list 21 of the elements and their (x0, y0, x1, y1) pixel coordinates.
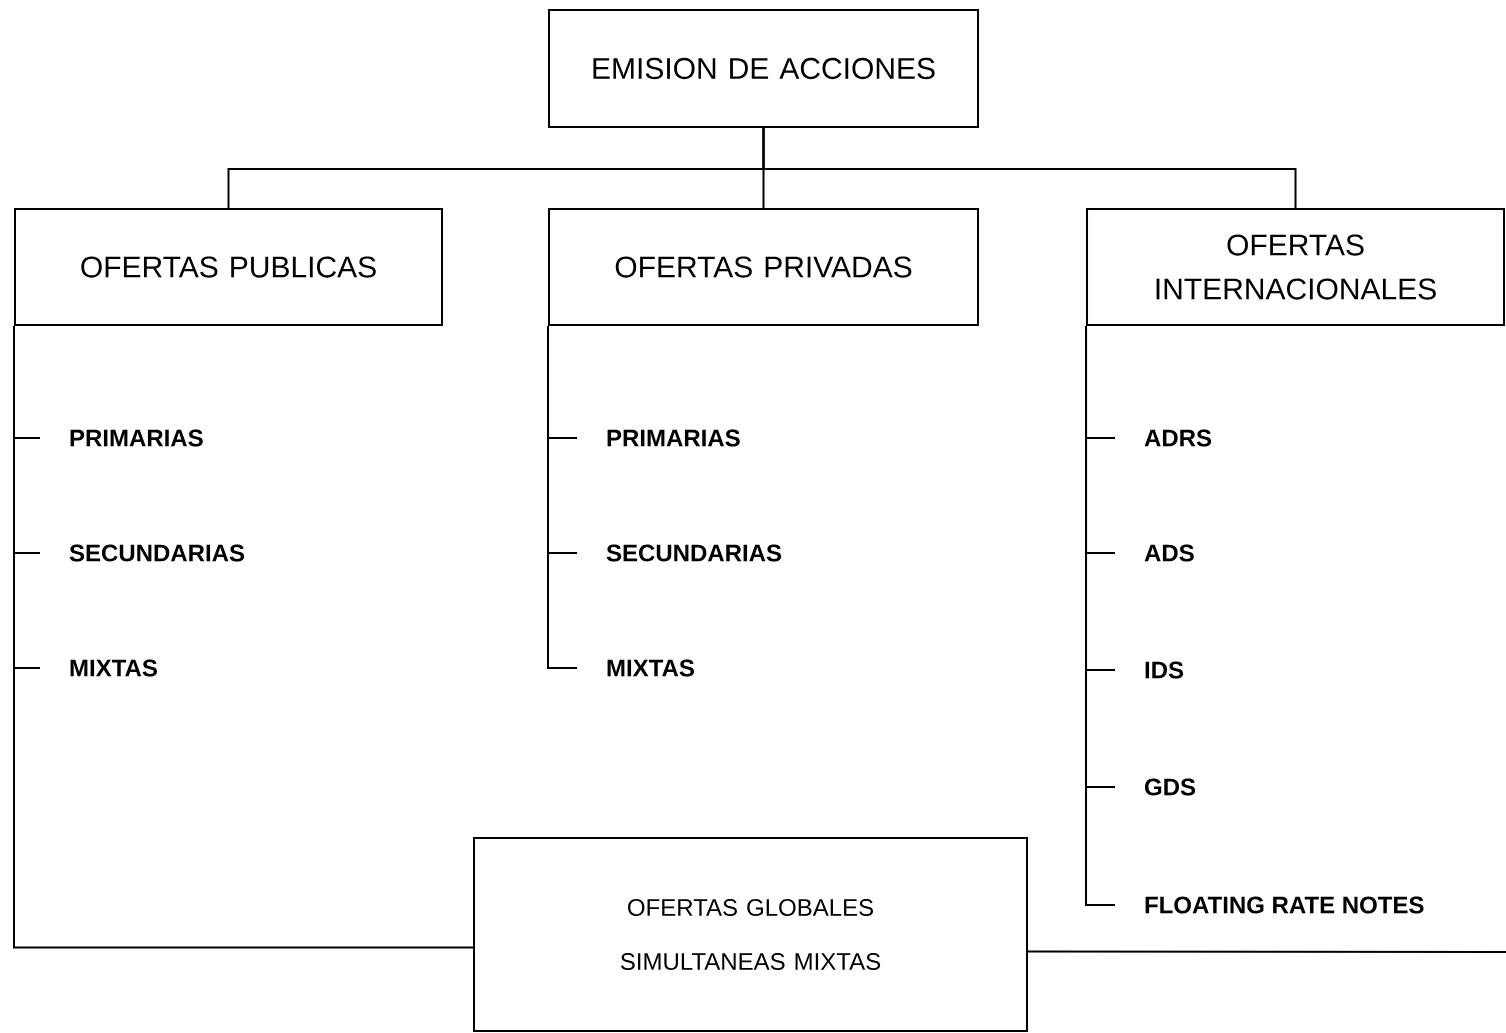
item-label: PRIMARIAS (70, 429, 203, 447)
connector-line (13, 325, 474, 949)
process-box: OFERTAS GLOBALES SIMULTANEAS MIXTAS (473, 837, 1028, 1032)
root-box: EMISION DE ACCIONES (548, 9, 979, 128)
item-label: IDS (1145, 661, 1184, 679)
connector-line (1027, 950, 1506, 953)
connector-line (547, 325, 578, 669)
item-label: GDS (1145, 778, 1196, 796)
category-box: OFERTAS PUBLICAS (14, 208, 443, 326)
item-label: ADRS (1144, 429, 1212, 447)
connector-line (1085, 325, 1116, 906)
item-label: SECUNDARIAS (606, 544, 782, 562)
connector-line (762, 127, 1297, 209)
item-label: ADS (1144, 544, 1194, 562)
item-label: PRIMARIAS (607, 429, 740, 447)
item-label: MIXTAS (70, 659, 157, 677)
item-label: SECUNDARIAS (69, 544, 245, 562)
category-box: OFERTAS PRIVADAS (548, 208, 979, 326)
category-box: OFERTAS INTERNACIONALES (1086, 208, 1505, 326)
item-label: MIXTAS (607, 659, 694, 677)
item-label: FLOATING RATE NOTES (1145, 896, 1424, 914)
